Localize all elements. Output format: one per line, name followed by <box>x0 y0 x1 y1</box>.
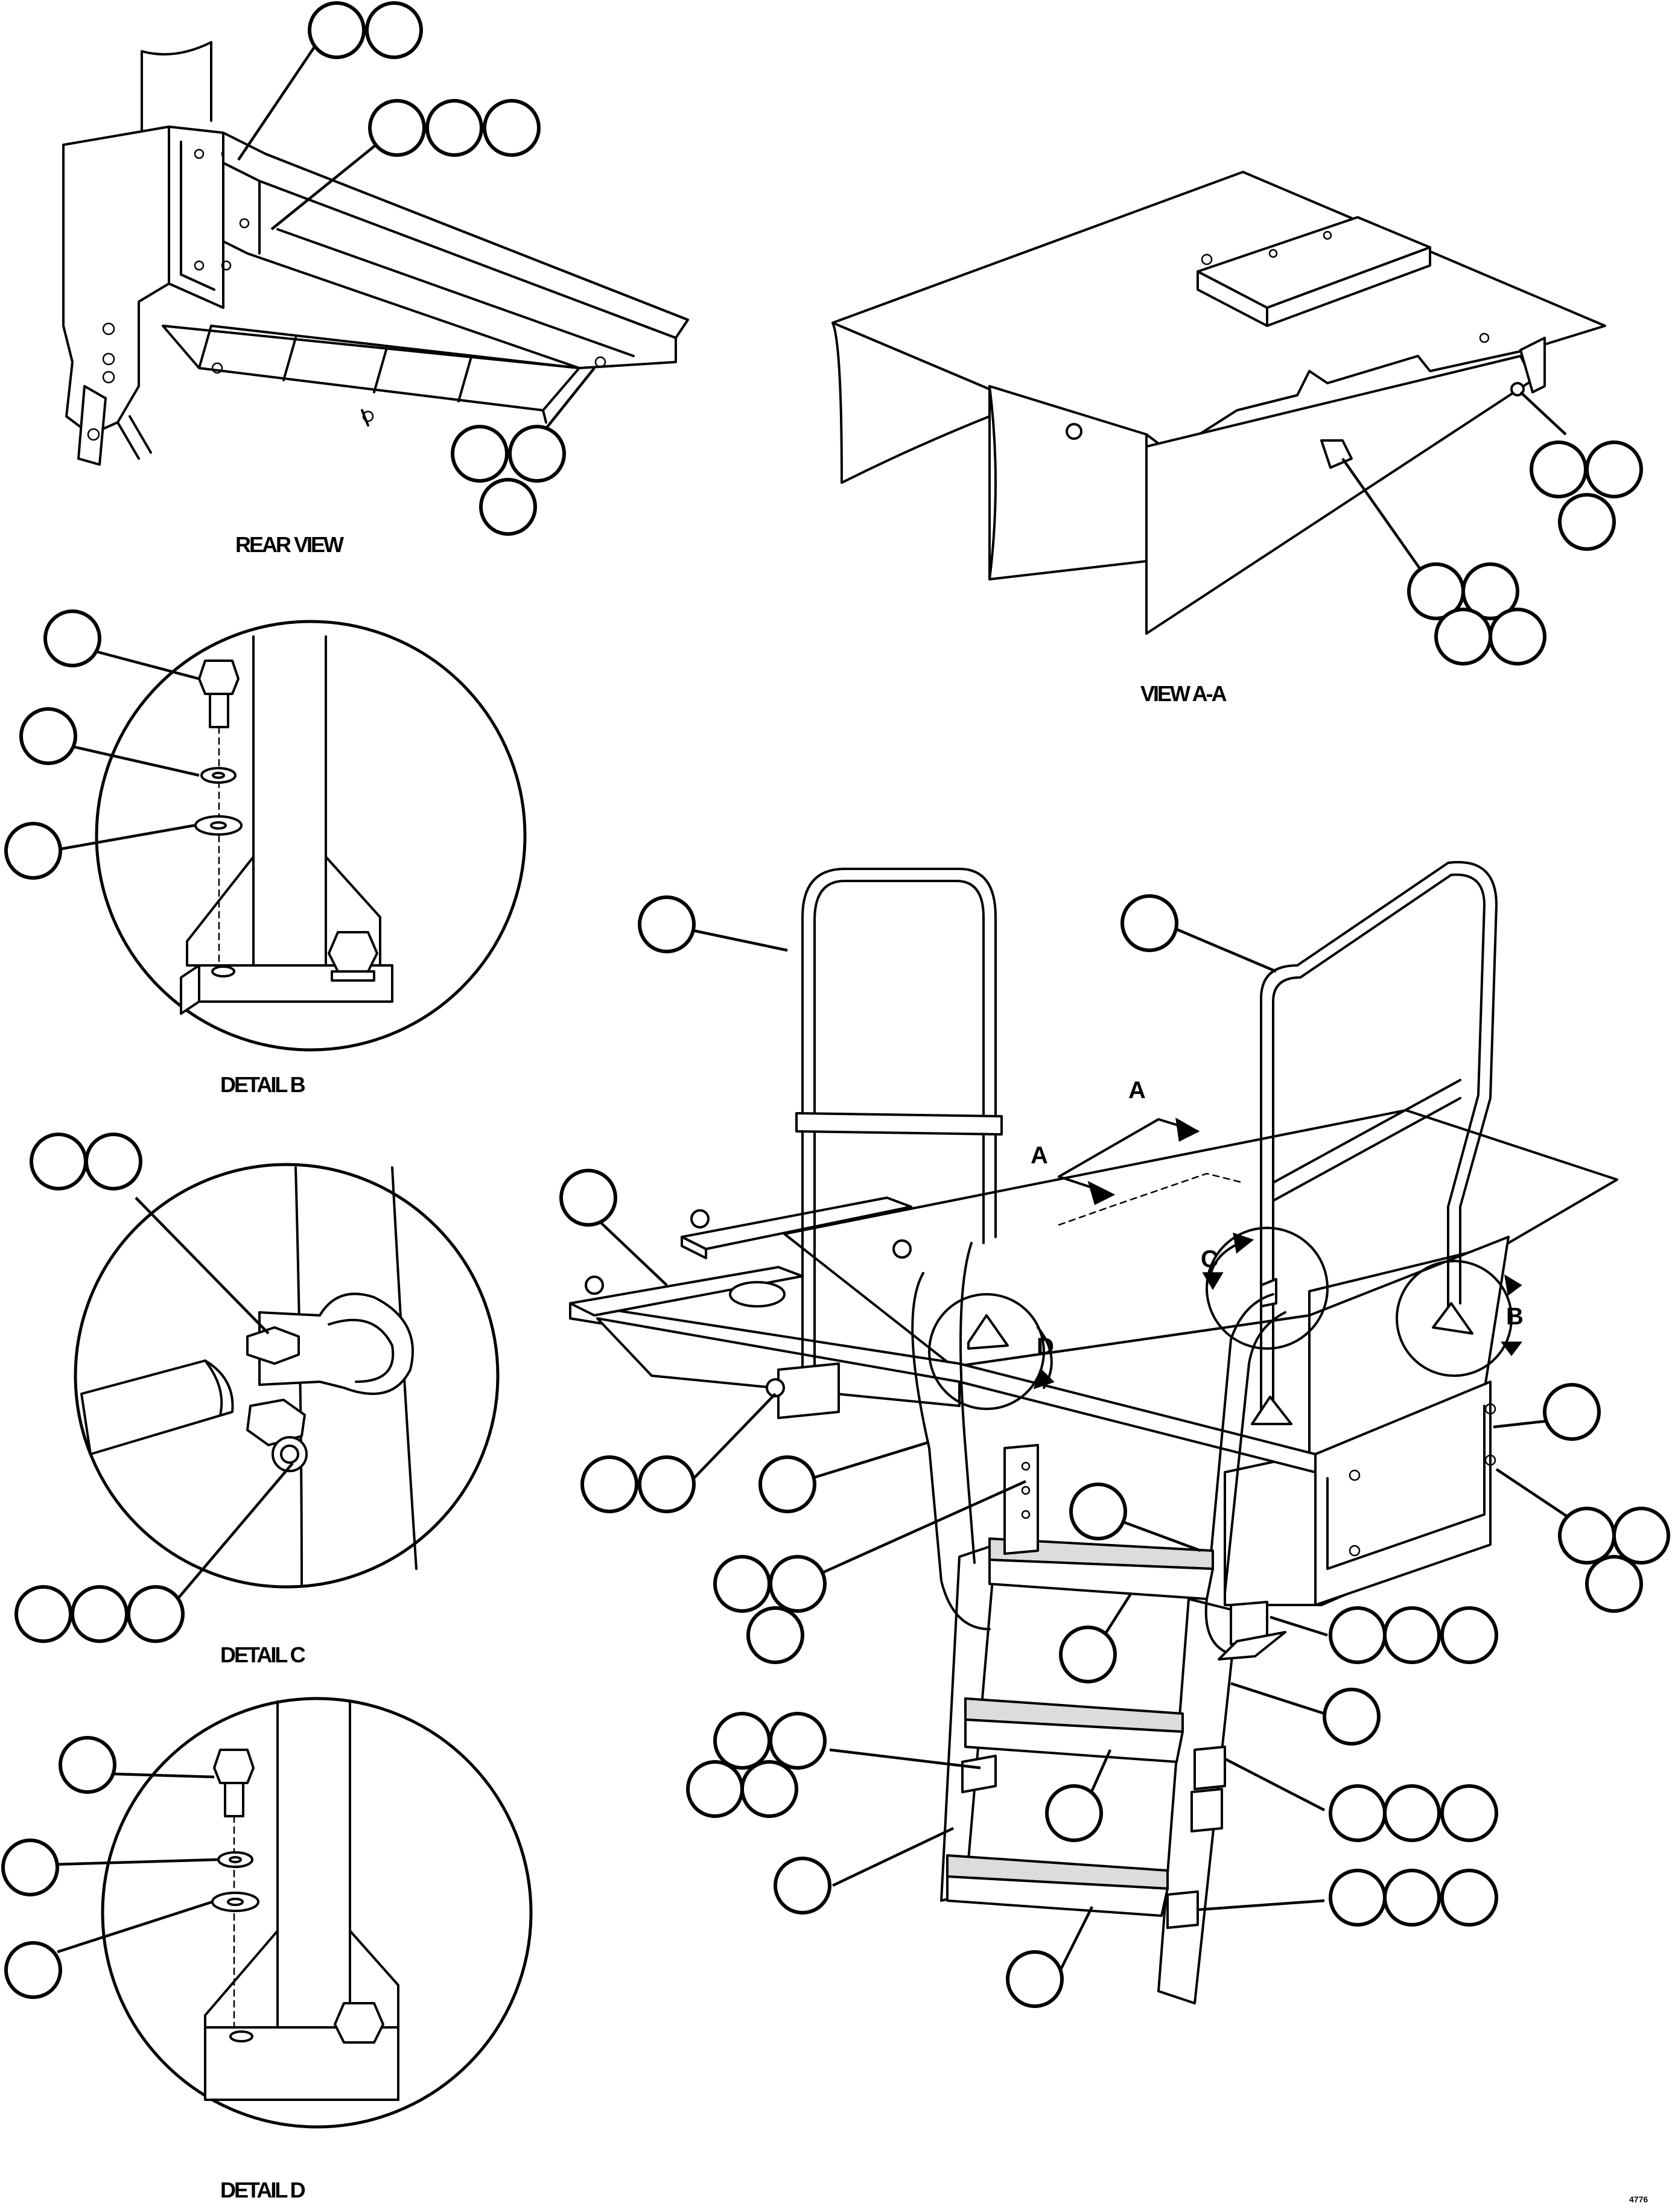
detail-b-illustration <box>95 620 527 1052</box>
main-assembly-illustration <box>569 860 1618 2004</box>
view-aa-illustration <box>831 171 1606 635</box>
detail-c-callout-letter: C <box>1201 1246 1218 1273</box>
detail-d-caption: DETAIL D <box>220 2178 305 2202</box>
detail-d-callout-letter: D <box>1037 1333 1054 1360</box>
detail-b-callout-letter: B <box>1506 1303 1524 1330</box>
detail-c-balloons <box>14 1133 294 1643</box>
detail-callouts: D C B <box>928 1227 1524 1410</box>
main-assembly-balloons <box>559 894 1670 2008</box>
detail-d-balloons <box>1 1736 218 1999</box>
section-a-left-label: A <box>1031 1142 1048 1169</box>
detail-b-balloons <box>4 609 200 880</box>
view-aa-caption: VIEW A-A <box>1140 681 1227 706</box>
section-a-top-label: A <box>1128 1077 1146 1104</box>
detail-d-illustration <box>101 1697 533 2129</box>
rear-view-caption: REAR VIEW <box>235 532 344 557</box>
view-aa-balloons <box>1341 391 1643 666</box>
detail-c-caption: DETAIL C <box>220 1642 306 1667</box>
section-aa-marker: A A <box>1031 1077 1244 1226</box>
detail-b-caption: DETAIL B <box>220 1072 305 1097</box>
drawing-code: 4776 <box>1629 2195 1648 2204</box>
rear-view-illustration <box>62 41 689 466</box>
detail-c-illustration <box>74 1163 500 1589</box>
rear-view-balloons <box>237 1 596 536</box>
